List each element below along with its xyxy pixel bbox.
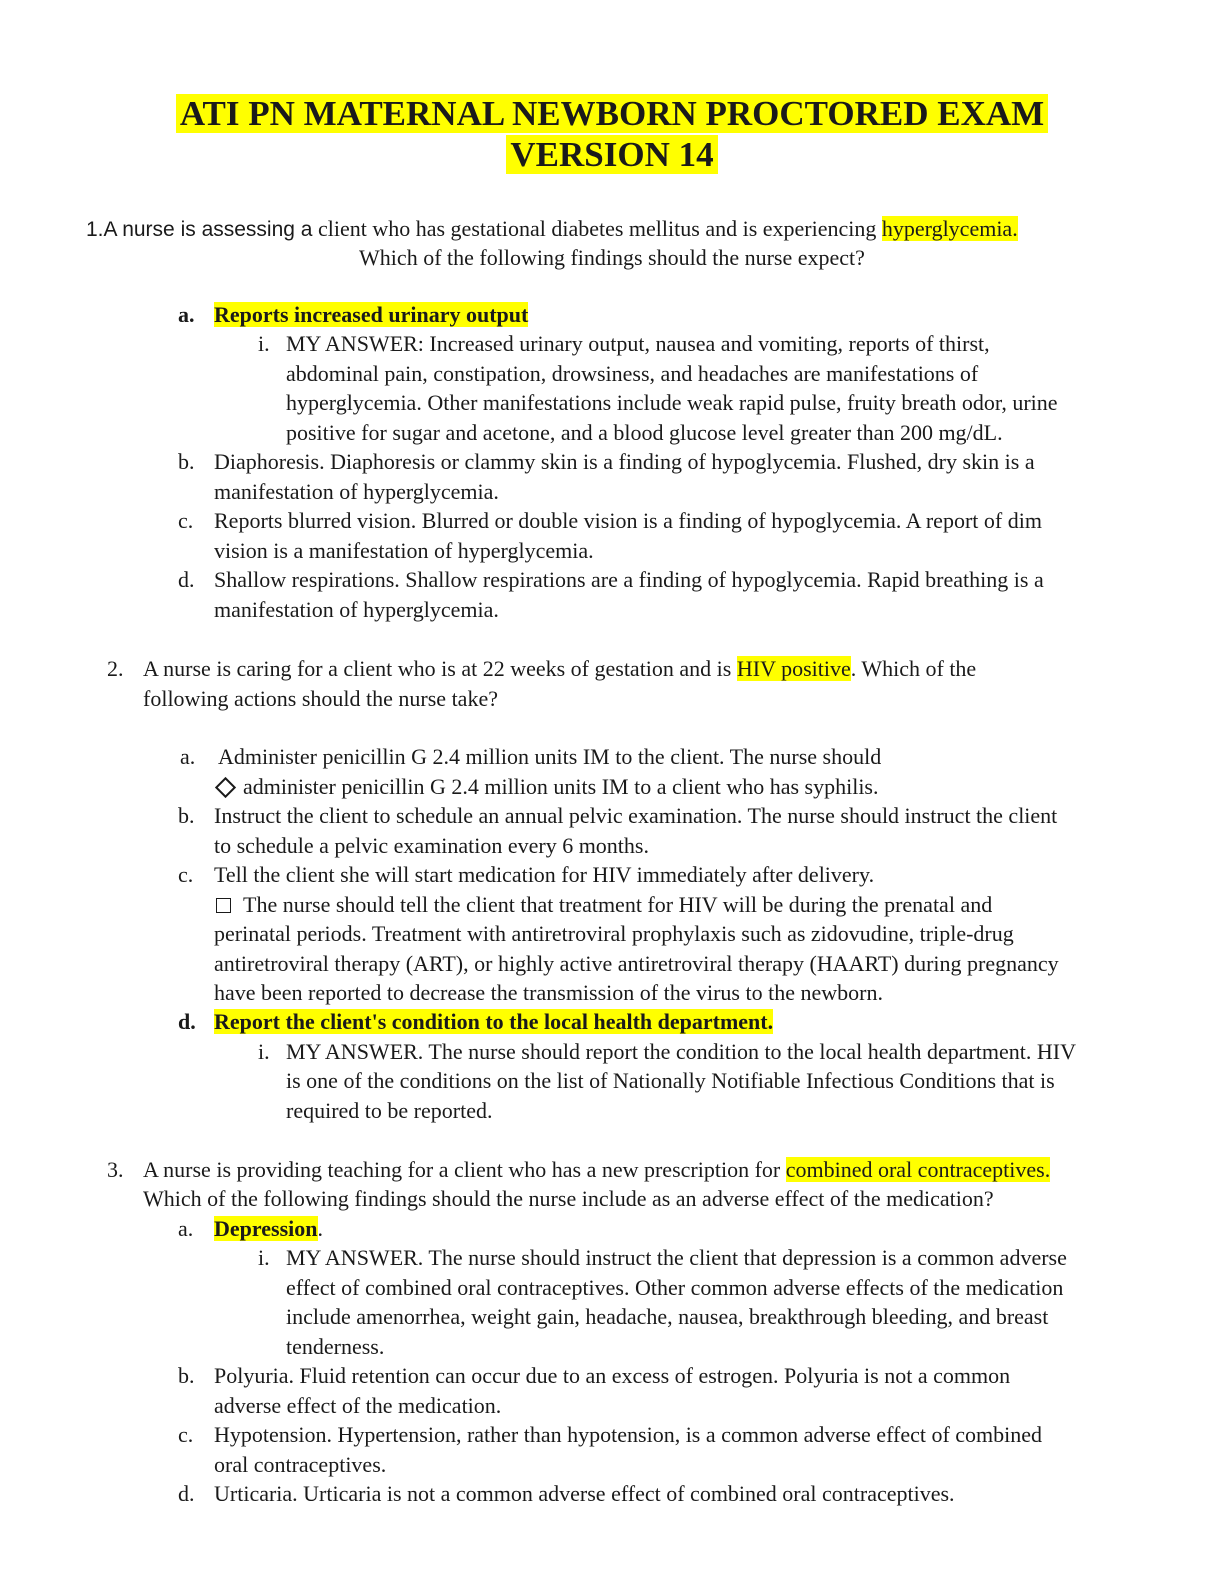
q1-explanation-line: MY ANSWER: Increased urinary output, nau… bbox=[286, 331, 990, 356]
q3-option-b-label: b. bbox=[178, 1363, 195, 1388]
q1-option-c-line: vision is a manifestation of hyperglycem… bbox=[214, 538, 594, 563]
q2-option-a-line: Administer penicillin G 2.4 million unit… bbox=[218, 744, 882, 769]
q3-option-c-line: Hypotension. Hypertension, rather than h… bbox=[214, 1422, 1043, 1447]
q2-explanation-line: required to be reported. bbox=[286, 1098, 493, 1123]
q1-option-a-label: a. bbox=[178, 302, 195, 327]
q3-option-b-line: Polyuria. Fluid retention can occur due … bbox=[214, 1363, 1011, 1388]
q2-option-b-line: to schedule a pelvic examination every 6… bbox=[214, 833, 649, 858]
q2-option-c-line: The nurse should tell the client that tr… bbox=[214, 890, 992, 920]
q2-option-d-answer: Report the client's condition to the loc… bbox=[214, 1009, 774, 1034]
q2-option-c-line: antiretroviral therapy (ART), or highly … bbox=[214, 951, 1059, 976]
q3-explanation-line: include amenorrhea, weight gain, headach… bbox=[286, 1304, 1049, 1329]
q3-option-a-label: a. bbox=[178, 1216, 194, 1241]
q3-option-b-line: adverse effect of the medication. bbox=[214, 1393, 502, 1418]
question-2-number: 2. bbox=[107, 656, 124, 681]
q1-option-c-line: Reports blurred vision. Blurred or doubl… bbox=[214, 508, 1042, 533]
q1-option-b-label: b. bbox=[178, 449, 195, 474]
q1-option-b-line: manifestation of hyperglycemia. bbox=[214, 479, 499, 504]
q3-explanation-line: tenderness. bbox=[286, 1334, 385, 1359]
question-1-stem-line-2: Which of the following findings should t… bbox=[359, 245, 865, 270]
q2-option-c-label: c. bbox=[178, 862, 194, 887]
q1-option-c-label: c. bbox=[178, 508, 194, 533]
q2-explanation-line: is one of the conditions on the list of … bbox=[286, 1068, 1055, 1093]
question-1-stem: 1.A nurse is assessing a client who has … bbox=[86, 216, 1018, 241]
q2-option-a-label: a. bbox=[180, 744, 196, 769]
q1-explanation-line: abdominal pain, constipation, drowsiness… bbox=[286, 361, 979, 386]
q3-option-c-line: oral contraceptives. bbox=[214, 1452, 387, 1477]
title-line-1: ATI PN MATERNAL NEWBORN PROCTORED EXAM bbox=[175, 94, 1049, 133]
q2-option-d-label: d. bbox=[178, 1009, 196, 1034]
page-title: ATI PN MATERNAL NEWBORN PROCTORED EXAM V… bbox=[0, 93, 1224, 175]
square-bullet-icon bbox=[216, 897, 231, 913]
q1-option-d-line: manifestation of hyperglycemia. bbox=[214, 597, 499, 622]
q2-option-c-line: perinatal periods. Treatment with antire… bbox=[214, 921, 1014, 946]
q1-option-b-line: Diaphoresis. Diaphoresis or clammy skin … bbox=[214, 449, 1035, 474]
q1-option-d-label: d. bbox=[178, 567, 195, 592]
q3-option-d-label: d. bbox=[178, 1481, 195, 1506]
question-1-prefix: A nurse is assessing a bbox=[103, 218, 313, 241]
q1-explanation-line: hyperglycemia. Other manifestations incl… bbox=[286, 390, 1058, 415]
q3-option-d-line: Urticaria. Urticaria is not a common adv… bbox=[214, 1481, 955, 1506]
q1-option-a-sub-label: i. bbox=[258, 331, 270, 356]
q2-option-a-line: administer penicillin G 2.4 million unit… bbox=[214, 772, 879, 802]
q1-option-a-answer: Reports increased urinary output bbox=[214, 302, 529, 327]
question-2-stem-line-2: following actions should the nurse take? bbox=[143, 686, 498, 711]
q3-option-a-sub-label: i. bbox=[258, 1245, 270, 1270]
q3-option-c-label: c. bbox=[178, 1422, 194, 1447]
question-3-number: 3. bbox=[107, 1157, 124, 1182]
q2-option-b-label: b. bbox=[178, 803, 195, 828]
q2-explanation-line: MY ANSWER. The nurse should report the c… bbox=[286, 1039, 1077, 1064]
q3-option-a-answer: Depression. bbox=[214, 1216, 323, 1241]
question-3-stem-line-2: Which of the following findings should t… bbox=[143, 1186, 994, 1211]
q3-explanation-line: effect of combined oral contraceptives. … bbox=[286, 1275, 1064, 1300]
question-2-stem: A nurse is caring for a client who is at… bbox=[143, 656, 977, 681]
question-1-number: 1. bbox=[86, 218, 104, 241]
question-2-highlight: HIV positive bbox=[736, 656, 851, 681]
question-3-highlight: combined oral contraceptives. bbox=[785, 1157, 1051, 1182]
q2-option-c-line: Tell the client she will start medicatio… bbox=[214, 862, 875, 887]
question-3-stem: A nurse is providing teaching for a clie… bbox=[143, 1157, 1051, 1182]
q2-option-c-line: have been reported to decrease the trans… bbox=[214, 980, 883, 1005]
q1-option-d-line: Shallow respirations. Shallow respiratio… bbox=[214, 567, 1044, 592]
question-1-highlight: hyperglycemia. bbox=[881, 216, 1018, 241]
q3-explanation-line: MY ANSWER. The nurse should instruct the… bbox=[286, 1245, 1067, 1270]
q1-explanation-line: positive for sugar and acetone, and a bl… bbox=[286, 420, 1003, 445]
q2-option-d-sub-label: i. bbox=[258, 1039, 270, 1064]
diamond-bullet-icon bbox=[214, 777, 237, 799]
title-line-2: VERSION 14 bbox=[506, 135, 718, 174]
q2-option-b-line: Instruct the client to schedule an annua… bbox=[214, 803, 1058, 828]
